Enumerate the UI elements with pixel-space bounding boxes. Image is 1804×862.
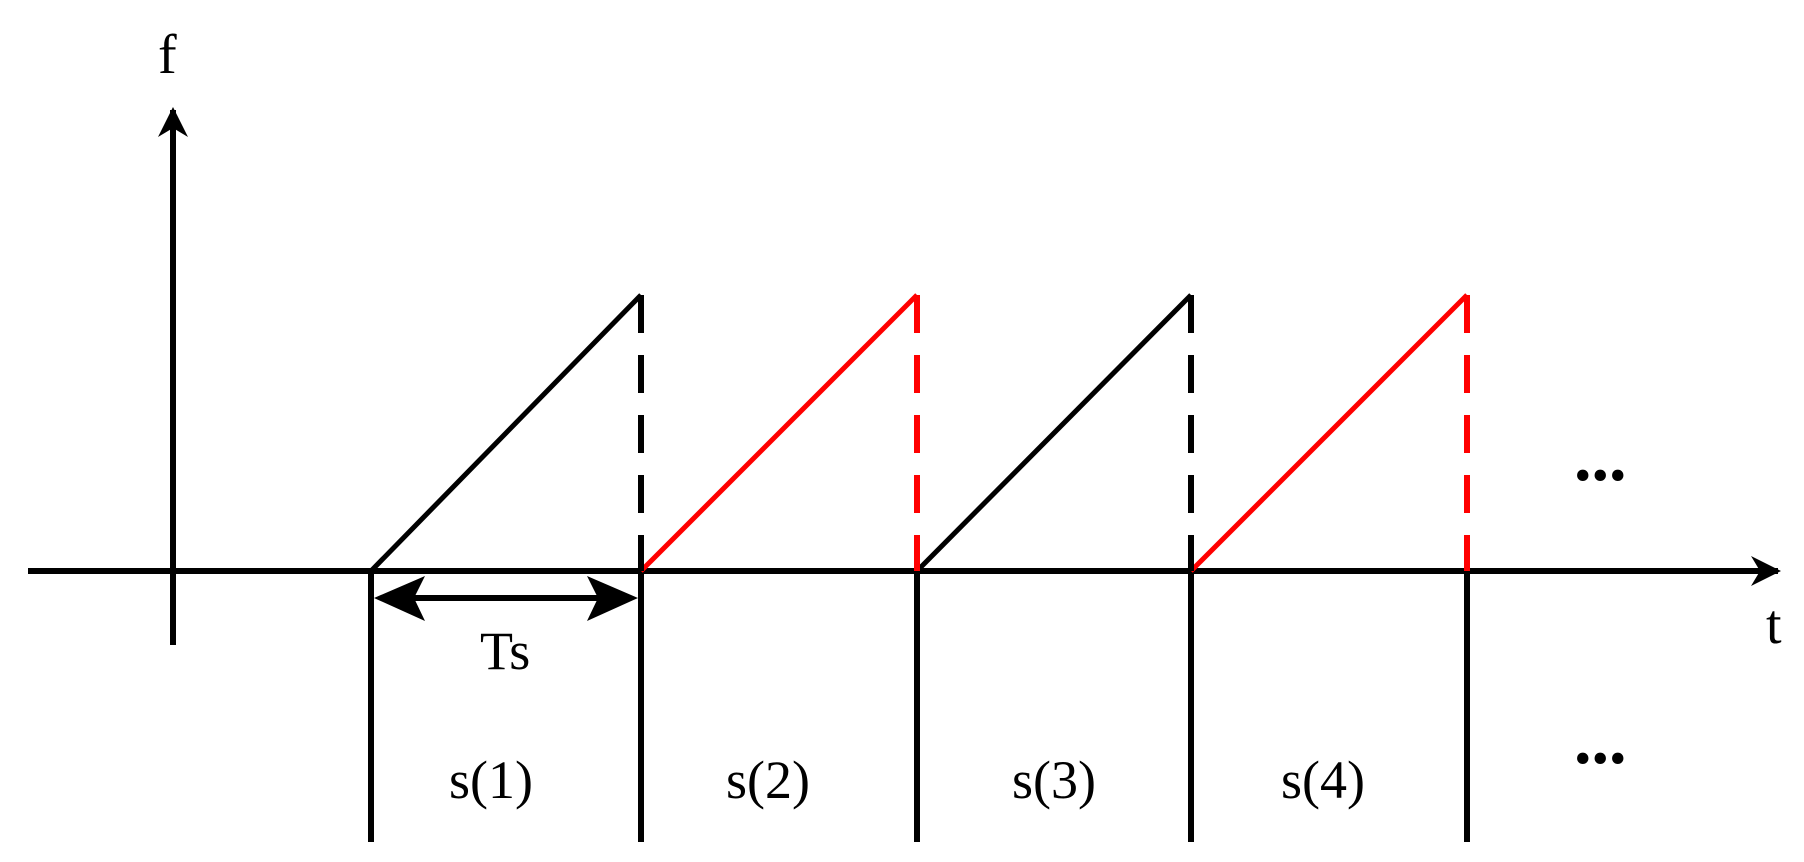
segment-label-3: s(3)	[1012, 750, 1096, 810]
ramp-2	[639, 293, 919, 573]
ramp-3	[915, 293, 1193, 573]
y-axis-label: f	[158, 24, 177, 86]
ellipsis-upper: ...	[1574, 419, 1627, 496]
segment-label-4: s(4)	[1281, 750, 1365, 810]
segment-label-2: s(2)	[726, 750, 810, 810]
segment-label-1: s(1)	[449, 750, 533, 810]
period-arrow	[374, 576, 638, 621]
ramp-1	[369, 293, 643, 573]
ellipsis-lower: ...	[1574, 702, 1627, 779]
x-axis-label: t	[1766, 594, 1782, 656]
arrowhead-right	[587, 576, 638, 621]
period-label: Ts	[480, 621, 530, 681]
arrowhead-left	[374, 576, 425, 621]
ramp-4	[1189, 293, 1469, 573]
